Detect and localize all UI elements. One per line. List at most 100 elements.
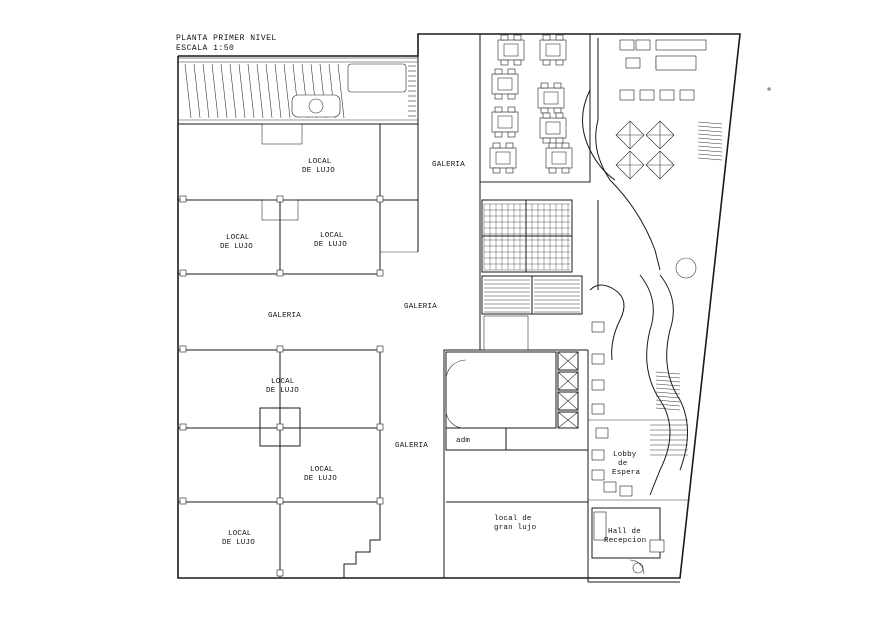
stair-tread [655, 379, 681, 383]
ramp-stripe [229, 63, 237, 119]
chair [494, 68, 503, 75]
chair [561, 142, 570, 149]
admin-and-grand-shop [445, 350, 589, 578]
dining-table [537, 87, 565, 109]
stair-tread [697, 133, 723, 137]
table-top [503, 43, 519, 57]
chair [555, 59, 564, 66]
label-local-3a: LOCAL [320, 232, 344, 240]
bar-counter [655, 39, 707, 51]
chair [507, 93, 516, 100]
chair [492, 167, 501, 174]
ramp-stripe [211, 63, 219, 119]
sofa [619, 89, 635, 101]
chair [540, 82, 549, 89]
chair [555, 112, 564, 119]
chair [542, 112, 551, 119]
table-top [497, 115, 513, 129]
chair [494, 131, 503, 138]
table-top [551, 151, 567, 165]
chair [500, 59, 509, 66]
corner-mark [767, 87, 771, 91]
table-top [543, 91, 559, 105]
table-top [497, 77, 513, 91]
label-galeria-top: GALERIA [432, 161, 465, 169]
sofa [639, 89, 655, 101]
ramp-stripe [193, 63, 201, 119]
elevators [557, 351, 579, 429]
shop-block-lower [178, 345, 384, 578]
stair-tread [697, 141, 723, 145]
ramp-stripe [220, 63, 228, 119]
stair-tread [697, 121, 723, 125]
sofa [635, 39, 651, 51]
lounge-chair [591, 449, 605, 461]
lounge-chair [619, 485, 633, 497]
lobby-area [582, 38, 723, 501]
stair-tread [655, 387, 681, 391]
dining-table [489, 147, 517, 169]
stair-tread [655, 383, 681, 387]
stair-tread [697, 137, 723, 141]
table-top [495, 151, 511, 165]
ramp-stripe [274, 63, 282, 119]
label-local-1b: DE LUJO [302, 167, 335, 175]
chair [513, 34, 522, 41]
chair [548, 167, 557, 174]
lounge-chair [591, 403, 605, 415]
lounge-chair [591, 353, 605, 365]
label-gran-lujo-b: gran lujo [494, 524, 537, 532]
label-local-5b: DE LUJO [304, 475, 337, 483]
ramp-stripe [265, 63, 273, 119]
sofa [619, 39, 635, 51]
label-local-1a: LOCAL [308, 158, 332, 166]
chair [500, 34, 509, 41]
chair [553, 82, 562, 89]
stair-tread [655, 391, 681, 395]
chair [540, 107, 549, 114]
lounge-chair [591, 321, 605, 333]
stair-tread [655, 407, 681, 411]
chair [542, 34, 551, 41]
ramp-stripe [184, 63, 192, 119]
stair-tread [697, 149, 723, 153]
label-galeria-left: GALERIA [268, 312, 301, 320]
table-top [545, 121, 561, 135]
label-hall-a: Hall de [608, 528, 641, 536]
chair [553, 107, 562, 114]
dining-table [539, 39, 567, 61]
label-local-2a: LOCAL [226, 234, 250, 242]
chair [548, 142, 557, 149]
chair [507, 68, 516, 75]
shop-block-upper [177, 123, 419, 277]
sofa [659, 89, 675, 101]
buffet [655, 55, 697, 71]
stair-tread [697, 153, 723, 157]
chair [561, 167, 570, 174]
stair-tread [655, 403, 681, 407]
stair-tread [697, 145, 723, 149]
ramp-stripe [202, 63, 210, 119]
label-lobby-c: Espera [612, 469, 641, 477]
chair [555, 137, 564, 144]
chair [494, 93, 503, 100]
stair-tread [655, 399, 681, 403]
label-local-4b: DE LUJO [266, 387, 299, 395]
sofa [625, 57, 641, 69]
dining-table [491, 111, 519, 133]
chair [505, 142, 514, 149]
dining-table [491, 73, 519, 95]
dining-table [497, 39, 525, 61]
chair [494, 106, 503, 113]
plan-title: PLANTA PRIMER NIVEL [176, 34, 277, 43]
dining-area [479, 33, 591, 183]
parking-ramp [177, 57, 419, 125]
table-top [545, 43, 561, 57]
label-adm: adm [456, 437, 470, 445]
label-local-4a: LOCAL [271, 378, 295, 386]
stair-tread [697, 157, 723, 161]
label-local-3b: DE LUJO [314, 241, 347, 249]
lounge-chair [603, 481, 617, 493]
ramp-stripe [337, 63, 345, 119]
